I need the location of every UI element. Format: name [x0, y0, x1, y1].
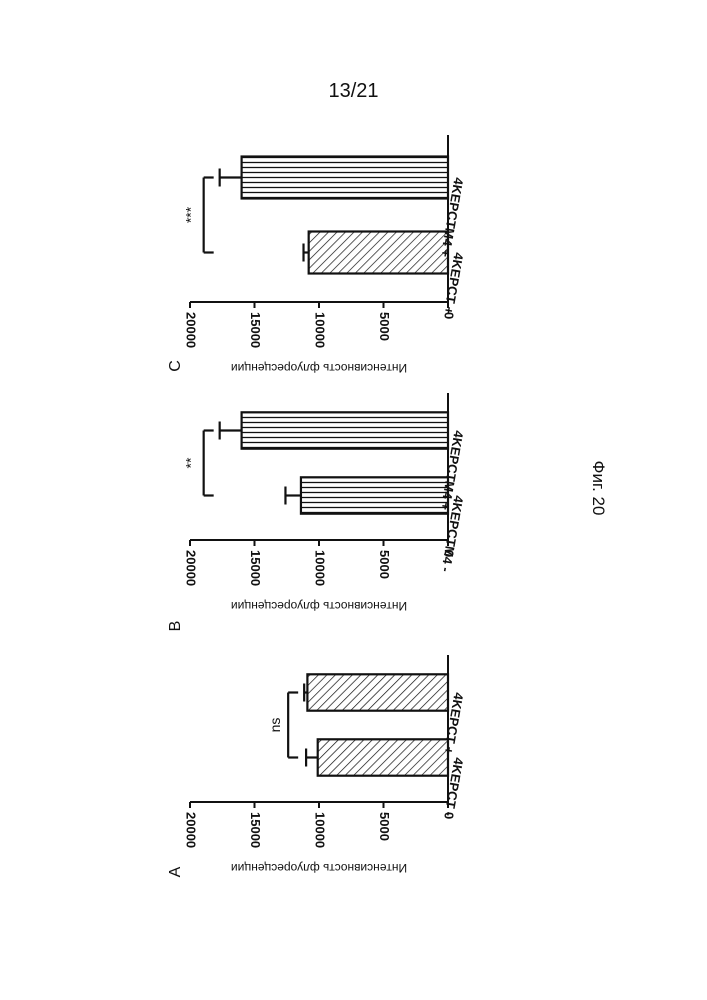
tick-label: 20000	[184, 312, 199, 348]
tick-label: 20000	[184, 812, 199, 848]
panel-letter: B	[167, 621, 184, 632]
tick-label: 15000	[248, 312, 263, 348]
value-axis-label: Интенсивность флуоресценции	[231, 599, 407, 613]
chart-panel-b: 20000150001000050000Интенсивность флуоре…	[167, 393, 466, 631]
tick-label: 20000	[184, 550, 199, 586]
tick-label: 5000	[377, 812, 392, 841]
chart-panel-c: 20000150001000050000Интенсивность флуоре…	[167, 135, 466, 375]
chart-panel-a: 20000150001000050000Интенсивность флуоре…	[167, 655, 466, 877]
tick-label: 10000	[313, 550, 328, 586]
panel-letter: A	[167, 866, 184, 877]
tick-label: 5000	[377, 550, 392, 579]
bar	[242, 412, 448, 448]
tick-label: 10000	[313, 812, 328, 848]
tick-label: 10000	[313, 312, 328, 348]
bar	[307, 674, 448, 710]
significance-label: **	[183, 457, 199, 468]
bar	[301, 477, 448, 513]
panel-letter: C	[167, 360, 184, 372]
tick-label: 5000	[377, 312, 392, 341]
significance-label: ns	[267, 718, 283, 733]
tick-label: 15000	[248, 550, 263, 586]
tick-label: 15000	[248, 812, 263, 848]
value-axis-label: Интенсивность флуоресценции	[231, 361, 407, 375]
value-axis-label: Интенсивность флуоресценции	[231, 861, 407, 875]
significance-label: ***	[183, 206, 199, 223]
bar	[309, 232, 448, 274]
bar	[318, 739, 448, 775]
bar	[242, 157, 448, 199]
